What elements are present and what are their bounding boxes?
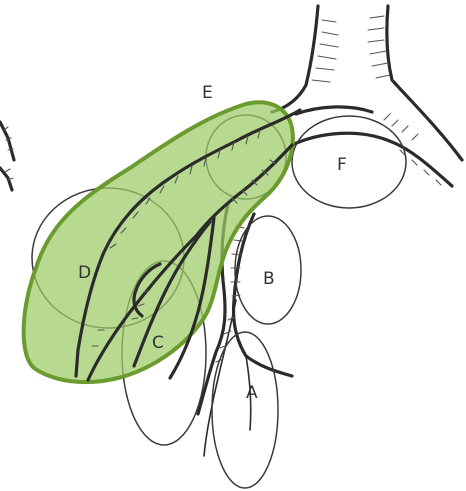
label-b: B [263,269,275,289]
label-e: E [202,83,213,103]
left-edge-fragment [0,122,14,190]
label-c: C [152,333,164,353]
label-f: F [337,155,347,175]
region-f-outline [292,116,406,208]
label-d: D [78,263,91,283]
label-a: A [246,383,258,403]
right-bronchus [292,107,452,208]
